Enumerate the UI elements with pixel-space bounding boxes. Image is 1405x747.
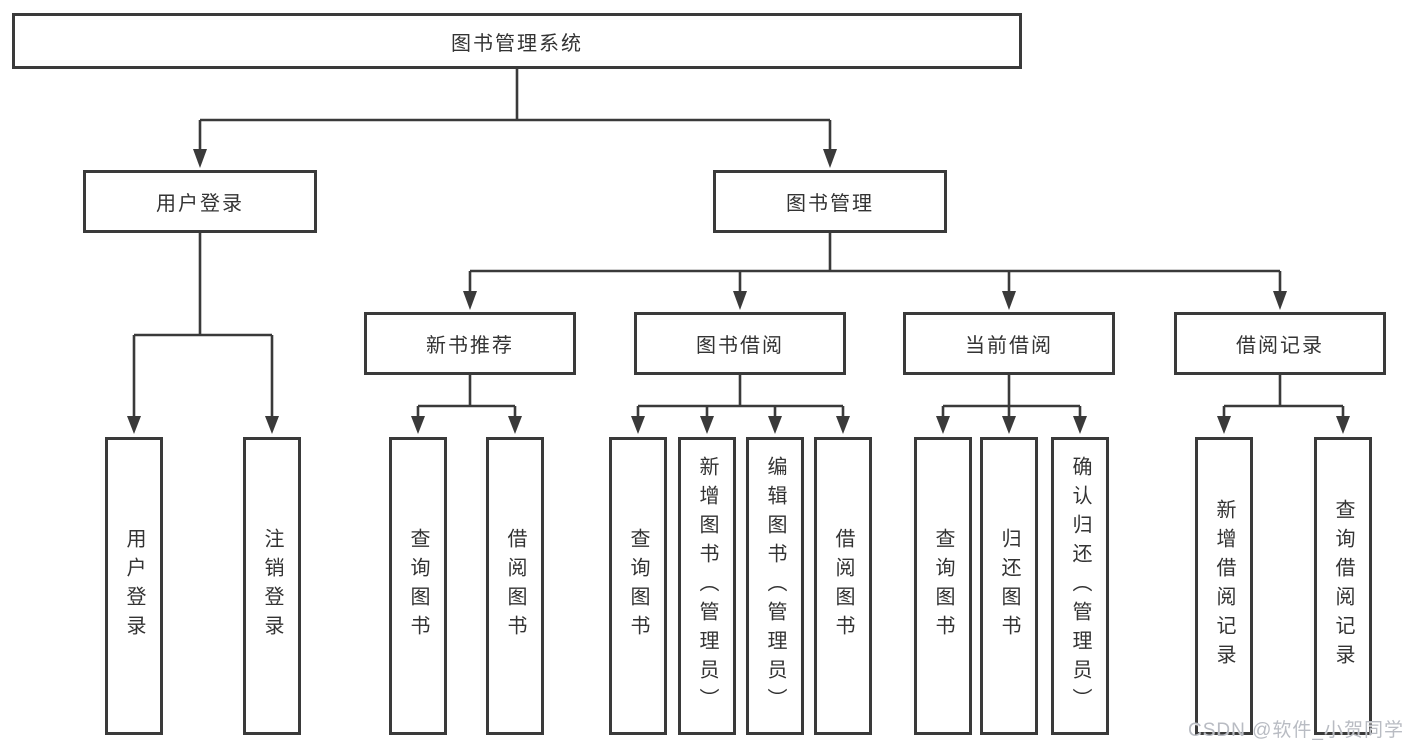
node-leaf-add-books-admin: 新增图书（管理员） <box>678 437 736 735</box>
node-borrowing-records: 借阅记录 <box>1174 312 1386 375</box>
node-leaf-user-login: 用户登录 <box>105 437 163 735</box>
node-current-borrowing: 当前借阅 <box>903 312 1115 375</box>
node-leaf-return-books-label: 归还图书 <box>998 528 1020 644</box>
node-book-management: 图书管理 <box>713 170 947 233</box>
node-leaf-query-books-recommend-label: 查询图书 <box>407 528 429 644</box>
node-leaf-query-borrow-record: 查询借阅记录 <box>1314 437 1372 735</box>
node-root: 图书管理系统 <box>12 13 1022 69</box>
node-leaf-borrow-books-recommend: 借阅图书 <box>486 437 544 735</box>
node-leaf-confirm-return-admin: 确认归还（管理员） <box>1051 437 1109 735</box>
node-leaf-query-books-borrowing-label: 查询图书 <box>627 528 649 644</box>
node-new-book-recommend: 新书推荐 <box>364 312 576 375</box>
node-leaf-query-books-recommend: 查询图书 <box>389 437 447 735</box>
node-leaf-logout-label: 注销登录 <box>261 528 283 644</box>
arrowheads <box>127 149 1350 434</box>
node-leaf-query-books-current: 查询图书 <box>914 437 972 735</box>
node-leaf-logout: 注销登录 <box>243 437 301 735</box>
node-user-login: 用户登录 <box>83 170 317 233</box>
node-leaf-borrow-books-borrowing-label: 借阅图书 <box>832 528 854 644</box>
node-leaf-borrow-books-recommend-label: 借阅图书 <box>504 528 526 644</box>
node-leaf-return-books: 归还图书 <box>980 437 1038 735</box>
node-leaf-add-books-admin-label: 新增图书（管理员） <box>696 455 718 717</box>
node-leaf-user-login-label: 用户登录 <box>123 528 145 644</box>
node-leaf-query-books-current-label: 查询图书 <box>932 528 954 644</box>
node-leaf-add-borrow-record: 新增借阅记录 <box>1195 437 1253 735</box>
watermark: CSDN @软件_小贺同学 <box>1188 720 1404 741</box>
node-leaf-confirm-return-admin-label: 确认归还（管理员） <box>1069 455 1091 717</box>
node-book-borrowing: 图书借阅 <box>634 312 846 375</box>
node-leaf-borrow-books-borrowing: 借阅图书 <box>814 437 872 735</box>
node-leaf-edit-books-admin: 编辑图书（管理员） <box>746 437 804 735</box>
node-leaf-add-borrow-record-label: 新增借阅记录 <box>1213 499 1235 673</box>
node-leaf-query-borrow-record-label: 查询借阅记录 <box>1332 499 1354 673</box>
node-leaf-query-books-borrowing: 查询图书 <box>609 437 667 735</box>
node-leaf-edit-books-admin-label: 编辑图书（管理员） <box>764 455 786 717</box>
